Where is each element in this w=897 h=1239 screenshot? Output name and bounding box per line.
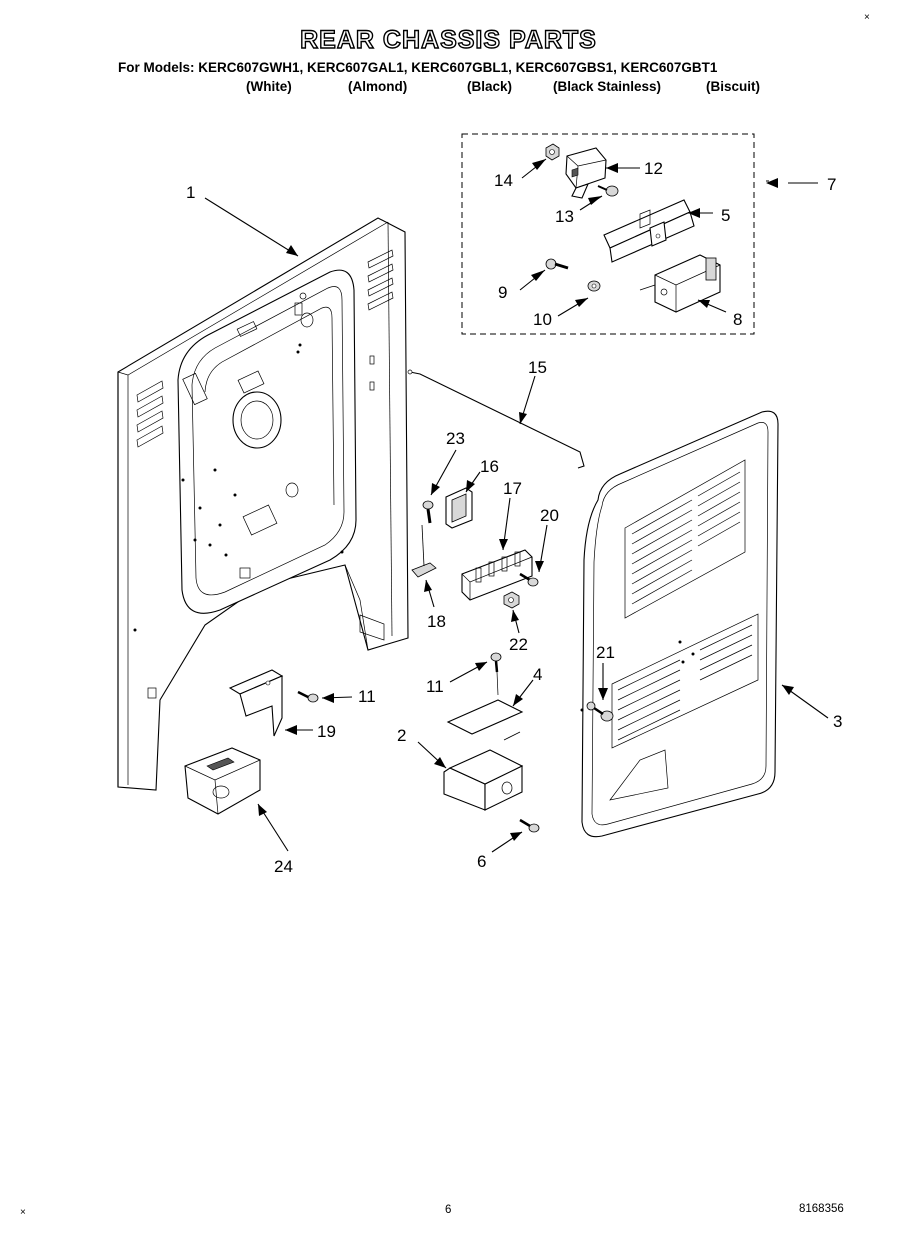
callout-21: 21 (596, 643, 615, 662)
callout-20: 20 (540, 506, 559, 525)
part-23-screw (422, 500, 434, 524)
part-19-bracket (228, 669, 284, 737)
page-title: REAR CHASSIS PARTS (299, 25, 597, 54)
rear-cover-panel (580, 410, 779, 838)
callout-22: 22 (509, 635, 528, 654)
corner-mark-icon: × (864, 12, 870, 23)
document-part-number: 8168356 (799, 1203, 844, 1215)
callout-2: 2 (397, 726, 406, 745)
callout-9: 9 (498, 283, 507, 302)
arrowheads (258, 159, 794, 841)
callout-8: 8 (733, 310, 742, 329)
callout-1: 1 (186, 183, 195, 202)
part-13-screw (597, 185, 619, 197)
color-biscuit: (Biscuit) (706, 79, 760, 94)
part-20-screw (519, 572, 539, 587)
callout-24: 24 (274, 857, 293, 876)
page-number: 6 (445, 1204, 452, 1216)
part-4-plate (446, 699, 524, 735)
callout-16: 16 (480, 457, 499, 476)
part-21-screw (586, 701, 614, 722)
callout-7: 7 (827, 175, 836, 194)
part-17-terminal-block (461, 549, 533, 601)
callout-11: 11 (358, 687, 376, 706)
callout-14: 14 (494, 171, 513, 190)
callout-23: 23 (446, 429, 465, 448)
callout-11b: 11 (426, 677, 444, 696)
callout-5: 5 (721, 206, 730, 225)
callout-labels: 1 2 3 4 5 6 7 8 9 10 11 11 12 13 14 15 1… (186, 159, 842, 876)
callout-15: 15 (528, 358, 547, 377)
color-black-stainless: (Black Stainless) (553, 79, 662, 94)
color-black: (Black) (467, 79, 513, 94)
part-6-screw (519, 818, 540, 833)
color-white: (White) (246, 79, 292, 94)
color-almond: (Almond) (348, 79, 408, 94)
callout-17: 17 (503, 479, 522, 498)
callout-10: 10 (533, 310, 552, 329)
part-15-rod (407, 369, 585, 469)
callout-19: 19 (317, 722, 336, 741)
part-5-bracket (603, 199, 695, 263)
part-8-switch (639, 254, 721, 313)
rear-chassis-panel (117, 217, 409, 791)
part-24-leveling-foot (184, 747, 261, 815)
callout-6: 6 (477, 852, 486, 871)
part-9-screw (545, 258, 569, 270)
callout-4: 4 (533, 665, 542, 684)
callout-12: 12 (644, 159, 663, 178)
callout-18: 18 (427, 612, 446, 631)
assembly-7-box (461, 133, 755, 335)
callout-3: 3 (833, 712, 842, 731)
callout-13: 13 (555, 207, 574, 226)
part-11b-screw (490, 652, 502, 696)
part-11-screw (297, 690, 319, 703)
corner-mark-icon: × (20, 1207, 26, 1218)
part-12-terminal-block (565, 147, 607, 199)
part-16-clip (445, 487, 473, 529)
part-2-bracket (443, 731, 524, 811)
models-line: For Models: KERC607GWH1, KERC607GAL1, KE… (118, 60, 718, 75)
part-22-nut (503, 591, 520, 609)
